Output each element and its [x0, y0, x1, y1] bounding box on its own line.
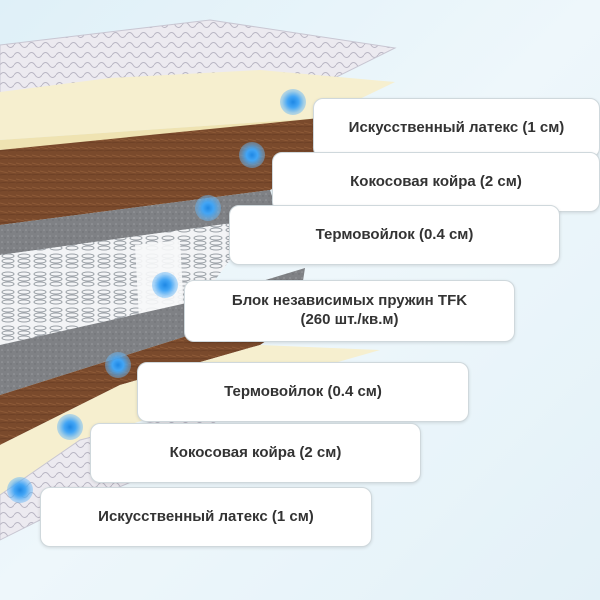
- layer-label-text: Искусственный латекс (1 см): [348, 118, 565, 136]
- layer-label-5: Термовойлок (0.4 см): [137, 362, 469, 422]
- layer-marker-5[interactable]: [105, 352, 131, 378]
- layer-marker-2[interactable]: [239, 142, 265, 168]
- layer-label-7: Искусственный латекс (1 см): [40, 487, 372, 547]
- layer-label-text: Искусственный латекс (1 см): [98, 507, 314, 525]
- layer-label-text: Термовойлок (0.4 см): [224, 382, 382, 400]
- coir-layer-bottom: [0, 318, 300, 445]
- layer-label-text-line1: Блок независимых пружин TFK: [231, 292, 468, 310]
- layer-marker-6[interactable]: [57, 414, 83, 440]
- spring-block: [0, 222, 245, 345]
- latex-layer-top: [0, 70, 395, 140]
- layer-label-text-line2: (260 шт./кв.м): [300, 311, 399, 328]
- layer-label-1: Искусственный латекс (1 см): [313, 98, 600, 158]
- layer-label-text: Термовойлок (0.4 см): [315, 225, 474, 243]
- layer-label-4: Блок независимых пружин TFK (260 шт./кв.…: [184, 280, 515, 342]
- layer-marker-4[interactable]: [152, 272, 178, 298]
- layer-label-6: Кокосовая койра (2 см): [90, 423, 421, 483]
- layer-marker-3[interactable]: [195, 195, 221, 221]
- layer-marker-7[interactable]: [7, 477, 33, 503]
- layer-label-text: Кокосовая койра (2 см): [350, 172, 522, 190]
- layer-label-3: Термовойлок (0.4 см): [229, 205, 560, 265]
- layer-label-text: Кокосовая койра (2 см): [169, 443, 342, 461]
- layer-marker-1[interactable]: [280, 89, 306, 115]
- layer-label-2: Кокосовая койра (2 см): [272, 152, 600, 212]
